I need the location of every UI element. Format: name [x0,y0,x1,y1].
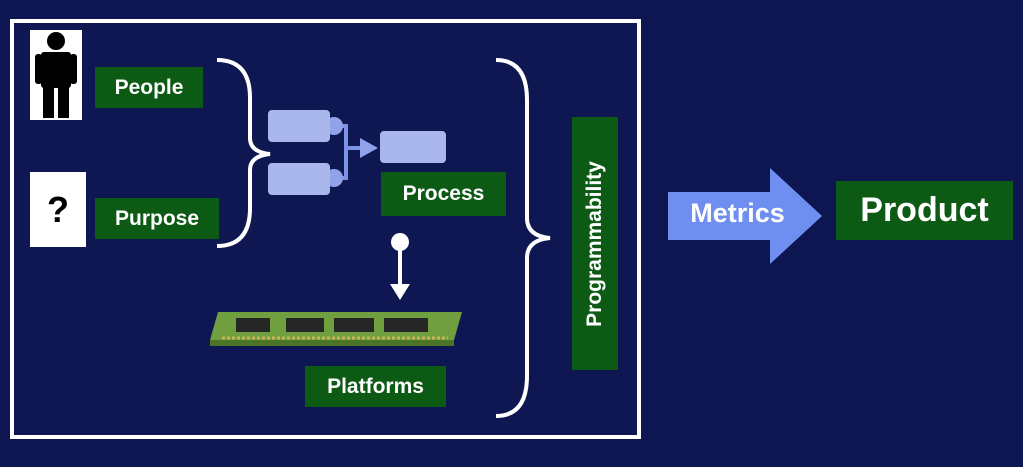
people-label: People [95,67,203,108]
programmability-text: Programmability [583,160,606,327]
purpose-label: Purpose [95,198,219,239]
product-label: Product [836,181,1013,240]
process-step-box [268,110,330,142]
process-flow-icon [268,110,448,200]
people-purpose-brace [216,58,271,248]
question-icon: ? [30,172,86,247]
metrics-label: Metrics [690,198,785,228]
programmability-label: Programmability [572,117,618,370]
metrics-arrow-icon [668,168,822,264]
question-mark: ? [47,188,69,230]
down-arrow-icon [390,233,410,300]
process-step-box [268,163,330,195]
process-label: Process [381,172,506,216]
memory-module-icon [210,312,462,346]
process-result-box [380,131,446,163]
person-icon [30,30,82,120]
platforms-label: Platforms [305,366,446,407]
framework-brace [495,58,551,418]
